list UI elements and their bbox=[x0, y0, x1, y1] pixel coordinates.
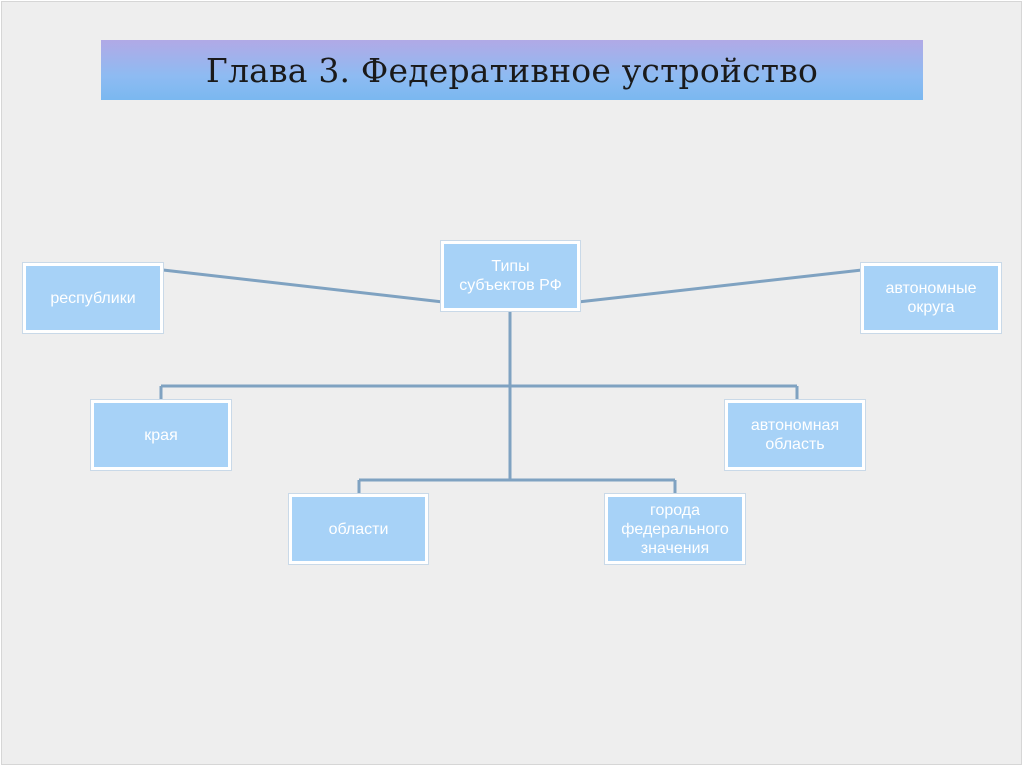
node-root-label: Типы субъектов РФ bbox=[459, 258, 562, 294]
connector-root-republics bbox=[162, 268, 444, 304]
node-krais: края bbox=[91, 400, 231, 470]
node-autonomous-oblast-label: автономная область bbox=[750, 417, 840, 453]
node-krais-label: края bbox=[144, 426, 178, 444]
slide-title: Глава 3. Федеративное устройство bbox=[205, 50, 819, 90]
node-oblasts-label: области bbox=[328, 520, 389, 538]
node-federal-cities-label: города федерального значения bbox=[621, 501, 729, 557]
title-bar: Глава 3. Федеративное устройство bbox=[101, 40, 923, 100]
node-autonomous-okrugs-label: автономные округа bbox=[885, 280, 977, 316]
node-republics: республики bbox=[23, 263, 163, 333]
node-federal-cities: города федерального значения bbox=[605, 494, 745, 564]
connector-root-autonomous-okrugs bbox=[577, 268, 863, 304]
node-autonomous-oblast: автономная область bbox=[725, 400, 865, 470]
node-autonomous-okrugs: автономные округа bbox=[861, 263, 1001, 333]
node-root: Типы субъектов РФ bbox=[441, 241, 580, 311]
node-oblasts: области bbox=[289, 494, 428, 564]
node-republics-label: республики bbox=[50, 289, 136, 307]
